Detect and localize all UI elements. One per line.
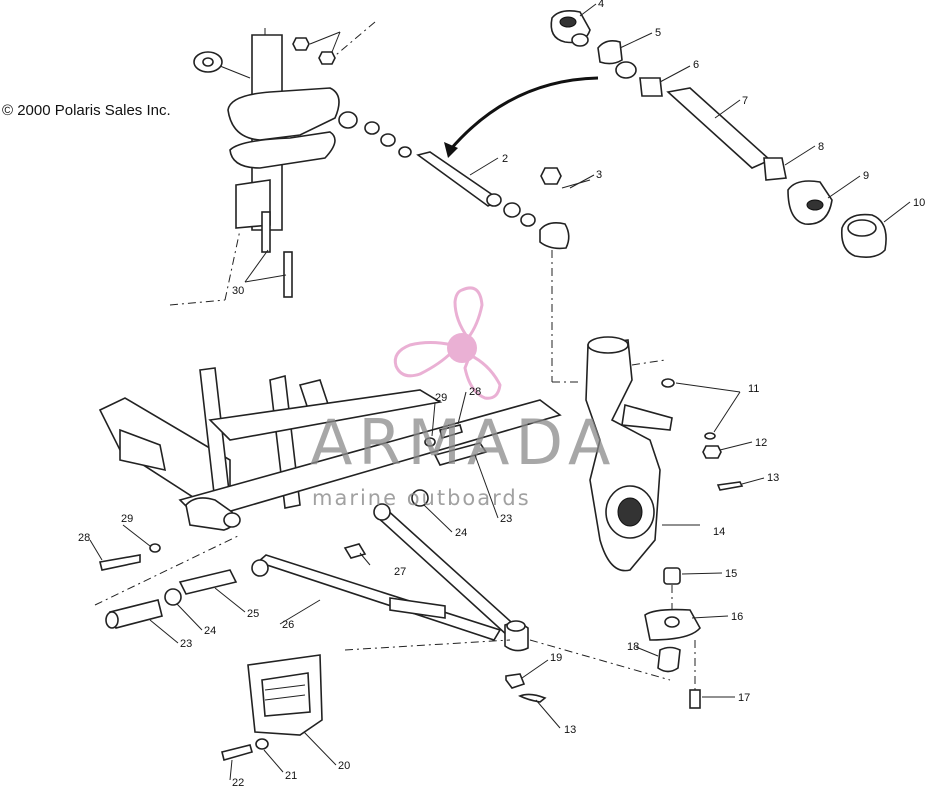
callout-8: 8 — [818, 141, 824, 153]
callout-leaders — [89, 3, 911, 781]
copyright-notice: © 2000 Polaris Sales Inc. — [2, 102, 171, 119]
callout-10: 10 — [913, 197, 925, 209]
callout-29-right: 29 — [435, 392, 447, 404]
callout-19: 19 — [550, 652, 562, 664]
callout-27: 27 — [394, 566, 406, 578]
callout-2: 2 — [502, 153, 508, 165]
watermark-logo — [393, 286, 502, 400]
callout-12: 12 — [755, 437, 767, 449]
watermark-subtitle: marine outboards — [312, 486, 531, 510]
callout-25: 25 — [247, 608, 259, 620]
callout-13-upper: 13 — [767, 472, 779, 484]
steering-post-assembly — [169, 21, 376, 306]
callout-7: 7 — [742, 95, 748, 107]
callout-labels: 2 3 4 5 6 7 8 9 10 11 12 13 13 14 15 16 … — [78, 0, 925, 786]
callout-17: 17 — [738, 692, 750, 704]
callout-23-right: 23 — [500, 513, 512, 525]
callout-28-right: 28 — [469, 386, 481, 398]
spindle-assembly — [585, 336, 744, 709]
callout-18: 18 — [627, 641, 639, 653]
callout-21: 21 — [285, 770, 297, 782]
callout-24-right: 24 — [455, 527, 467, 539]
callout-5: 5 — [655, 27, 661, 39]
callout-13-lower: 13 — [564, 724, 576, 736]
callout-15: 15 — [725, 568, 737, 580]
callout-29-left: 29 — [121, 513, 133, 525]
watermark-title: ARMADA — [310, 406, 616, 479]
tie-rod-assembly — [338, 10, 887, 383]
callout-20: 20 — [338, 760, 350, 772]
callout-3: 3 — [596, 169, 602, 181]
callout-30: 30 — [232, 285, 244, 297]
callout-24-left: 24 — [204, 625, 216, 637]
callout-16: 16 — [731, 611, 743, 623]
callout-11: 11 — [748, 383, 759, 395]
callout-9: 9 — [863, 170, 869, 182]
callout-26: 26 — [282, 619, 294, 631]
callout-14: 14 — [713, 526, 725, 538]
callout-23-left: 23 — [180, 638, 192, 650]
a-arm-assembly — [94, 424, 671, 703]
callout-4: 4 — [598, 0, 604, 10]
frame-section — [98, 367, 562, 531]
callout-6: 6 — [693, 59, 699, 71]
callout-28-left: 28 — [78, 532, 90, 544]
skid-plate — [221, 654, 323, 761]
callout-22: 22 — [232, 777, 244, 786]
